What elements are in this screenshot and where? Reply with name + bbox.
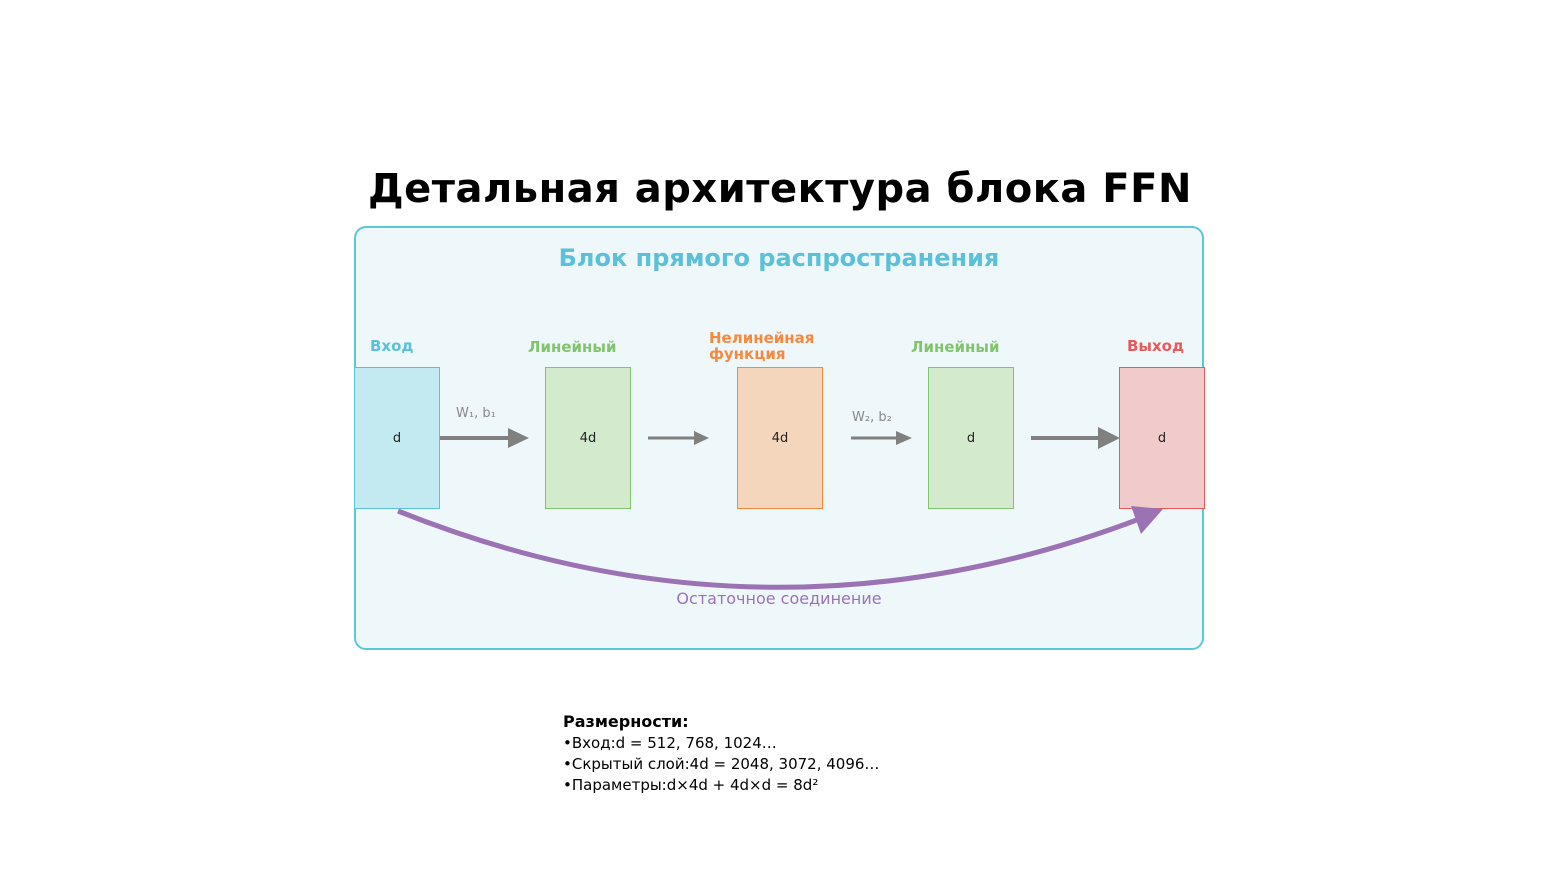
input-dim: d (392, 430, 402, 446)
nonlinear-box: 4d (737, 367, 823, 509)
output-dim: d (1157, 430, 1167, 446)
nonlinear-label-line1: Нелинейная (709, 329, 815, 347)
dimensions-notes: Размерности: •Вход:d = 512, 768, 1024… •… (563, 712, 879, 796)
arrow-linear1-to-nonlinear (648, 431, 709, 445)
dimension-line-input: •Вход:d = 512, 768, 1024… (563, 734, 777, 752)
residual-connection-arrow (397, 506, 1163, 590)
linear2-label: Линейный (911, 338, 1000, 356)
linear2-dim: d (966, 430, 976, 446)
input-label: Вход (370, 337, 414, 355)
dimension-line-hidden: •Скрытый слой:4d = 2048, 3072, 4096… (563, 755, 880, 773)
output-label: Выход (1127, 337, 1185, 355)
arrow-nonlinear-to-linear2 (851, 431, 912, 445)
linear1-label: Линейный (528, 338, 617, 356)
nonlinear-dim: 4d (771, 430, 789, 446)
arrow-input-to-linear1 (440, 428, 529, 448)
w2-label: W₂, b₂ (852, 410, 892, 425)
linear1-dim: 4d (579, 430, 597, 446)
dimensions-heading: Размерности: (563, 712, 689, 731)
panel-title: Блок прямого распространения (558, 244, 1000, 272)
input-box: d (354, 367, 440, 509)
w1-label: W₁, b₁ (456, 406, 496, 421)
page-title: Детальная архитектура блока FFN (368, 166, 1192, 212)
nonlinear-label-line2: функция (709, 345, 786, 363)
linear1-box: 4d (545, 367, 631, 509)
arrow-linear2-to-output (1031, 427, 1120, 449)
linear2-box: d (928, 367, 1014, 509)
residual-label: Остаточное соединение (676, 589, 882, 608)
dimension-line-params: •Параметры:d×4d + 4d×d = 8d² (563, 776, 819, 794)
